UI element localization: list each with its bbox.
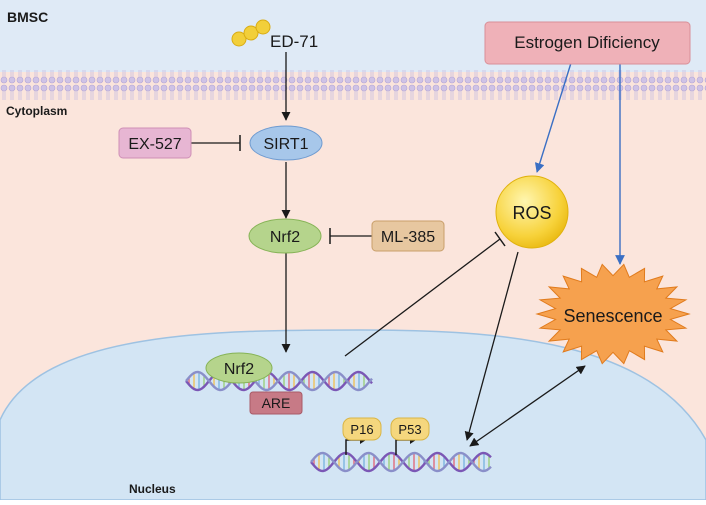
ed71-molecule-icon <box>231 19 271 47</box>
ex527-box <box>118 127 192 159</box>
senescence-burst <box>535 263 691 365</box>
dna-strand-genes <box>310 451 492 473</box>
ros-label: ROS <box>512 203 551 223</box>
nrf2-node <box>248 218 322 254</box>
p16-label: P16 <box>350 422 373 437</box>
inhibit-ex527-sirt1 <box>191 135 241 151</box>
cell-label: BMSC <box>7 9 48 25</box>
dna-backbone <box>310 451 492 473</box>
sirt1-label: SIRT1 <box>263 136 308 153</box>
ml385-label: ML-385 <box>381 229 435 246</box>
ros-node <box>495 175 569 249</box>
arrow-estrogen-ros <box>534 62 572 173</box>
cytoplasm-label: Cytoplasm <box>6 104 67 118</box>
p16-box <box>342 417 382 441</box>
estrogen-label: Estrogen Dificiency <box>514 33 660 52</box>
nrf2-nuclear-label: Nrf2 <box>224 361 254 378</box>
ex527-label: EX-527 <box>128 136 181 153</box>
p53-box <box>390 417 430 441</box>
inhibit-ml385-nrf2 <box>329 228 372 244</box>
inhibit-nrf2-ros <box>344 231 506 357</box>
nrf2-label: Nrf2 <box>270 229 300 246</box>
senescence-label: Senescence <box>563 306 662 326</box>
nucleus-label: Nucleus <box>129 482 176 496</box>
estrogen-box <box>484 21 691 65</box>
cell-membrane <box>0 70 706 100</box>
are-label: ARE <box>262 395 291 411</box>
dna-backbone <box>310 451 492 473</box>
are-box <box>249 391 303 415</box>
arrow-dna-senescence <box>469 365 586 447</box>
ml385-box <box>371 220 445 252</box>
dna-backbone <box>185 370 373 392</box>
ed71-label: ED-71 <box>270 32 318 51</box>
p53-label: P53 <box>398 422 421 437</box>
sirt1-node <box>249 125 323 161</box>
nrf2-nuclear-node <box>205 352 273 384</box>
